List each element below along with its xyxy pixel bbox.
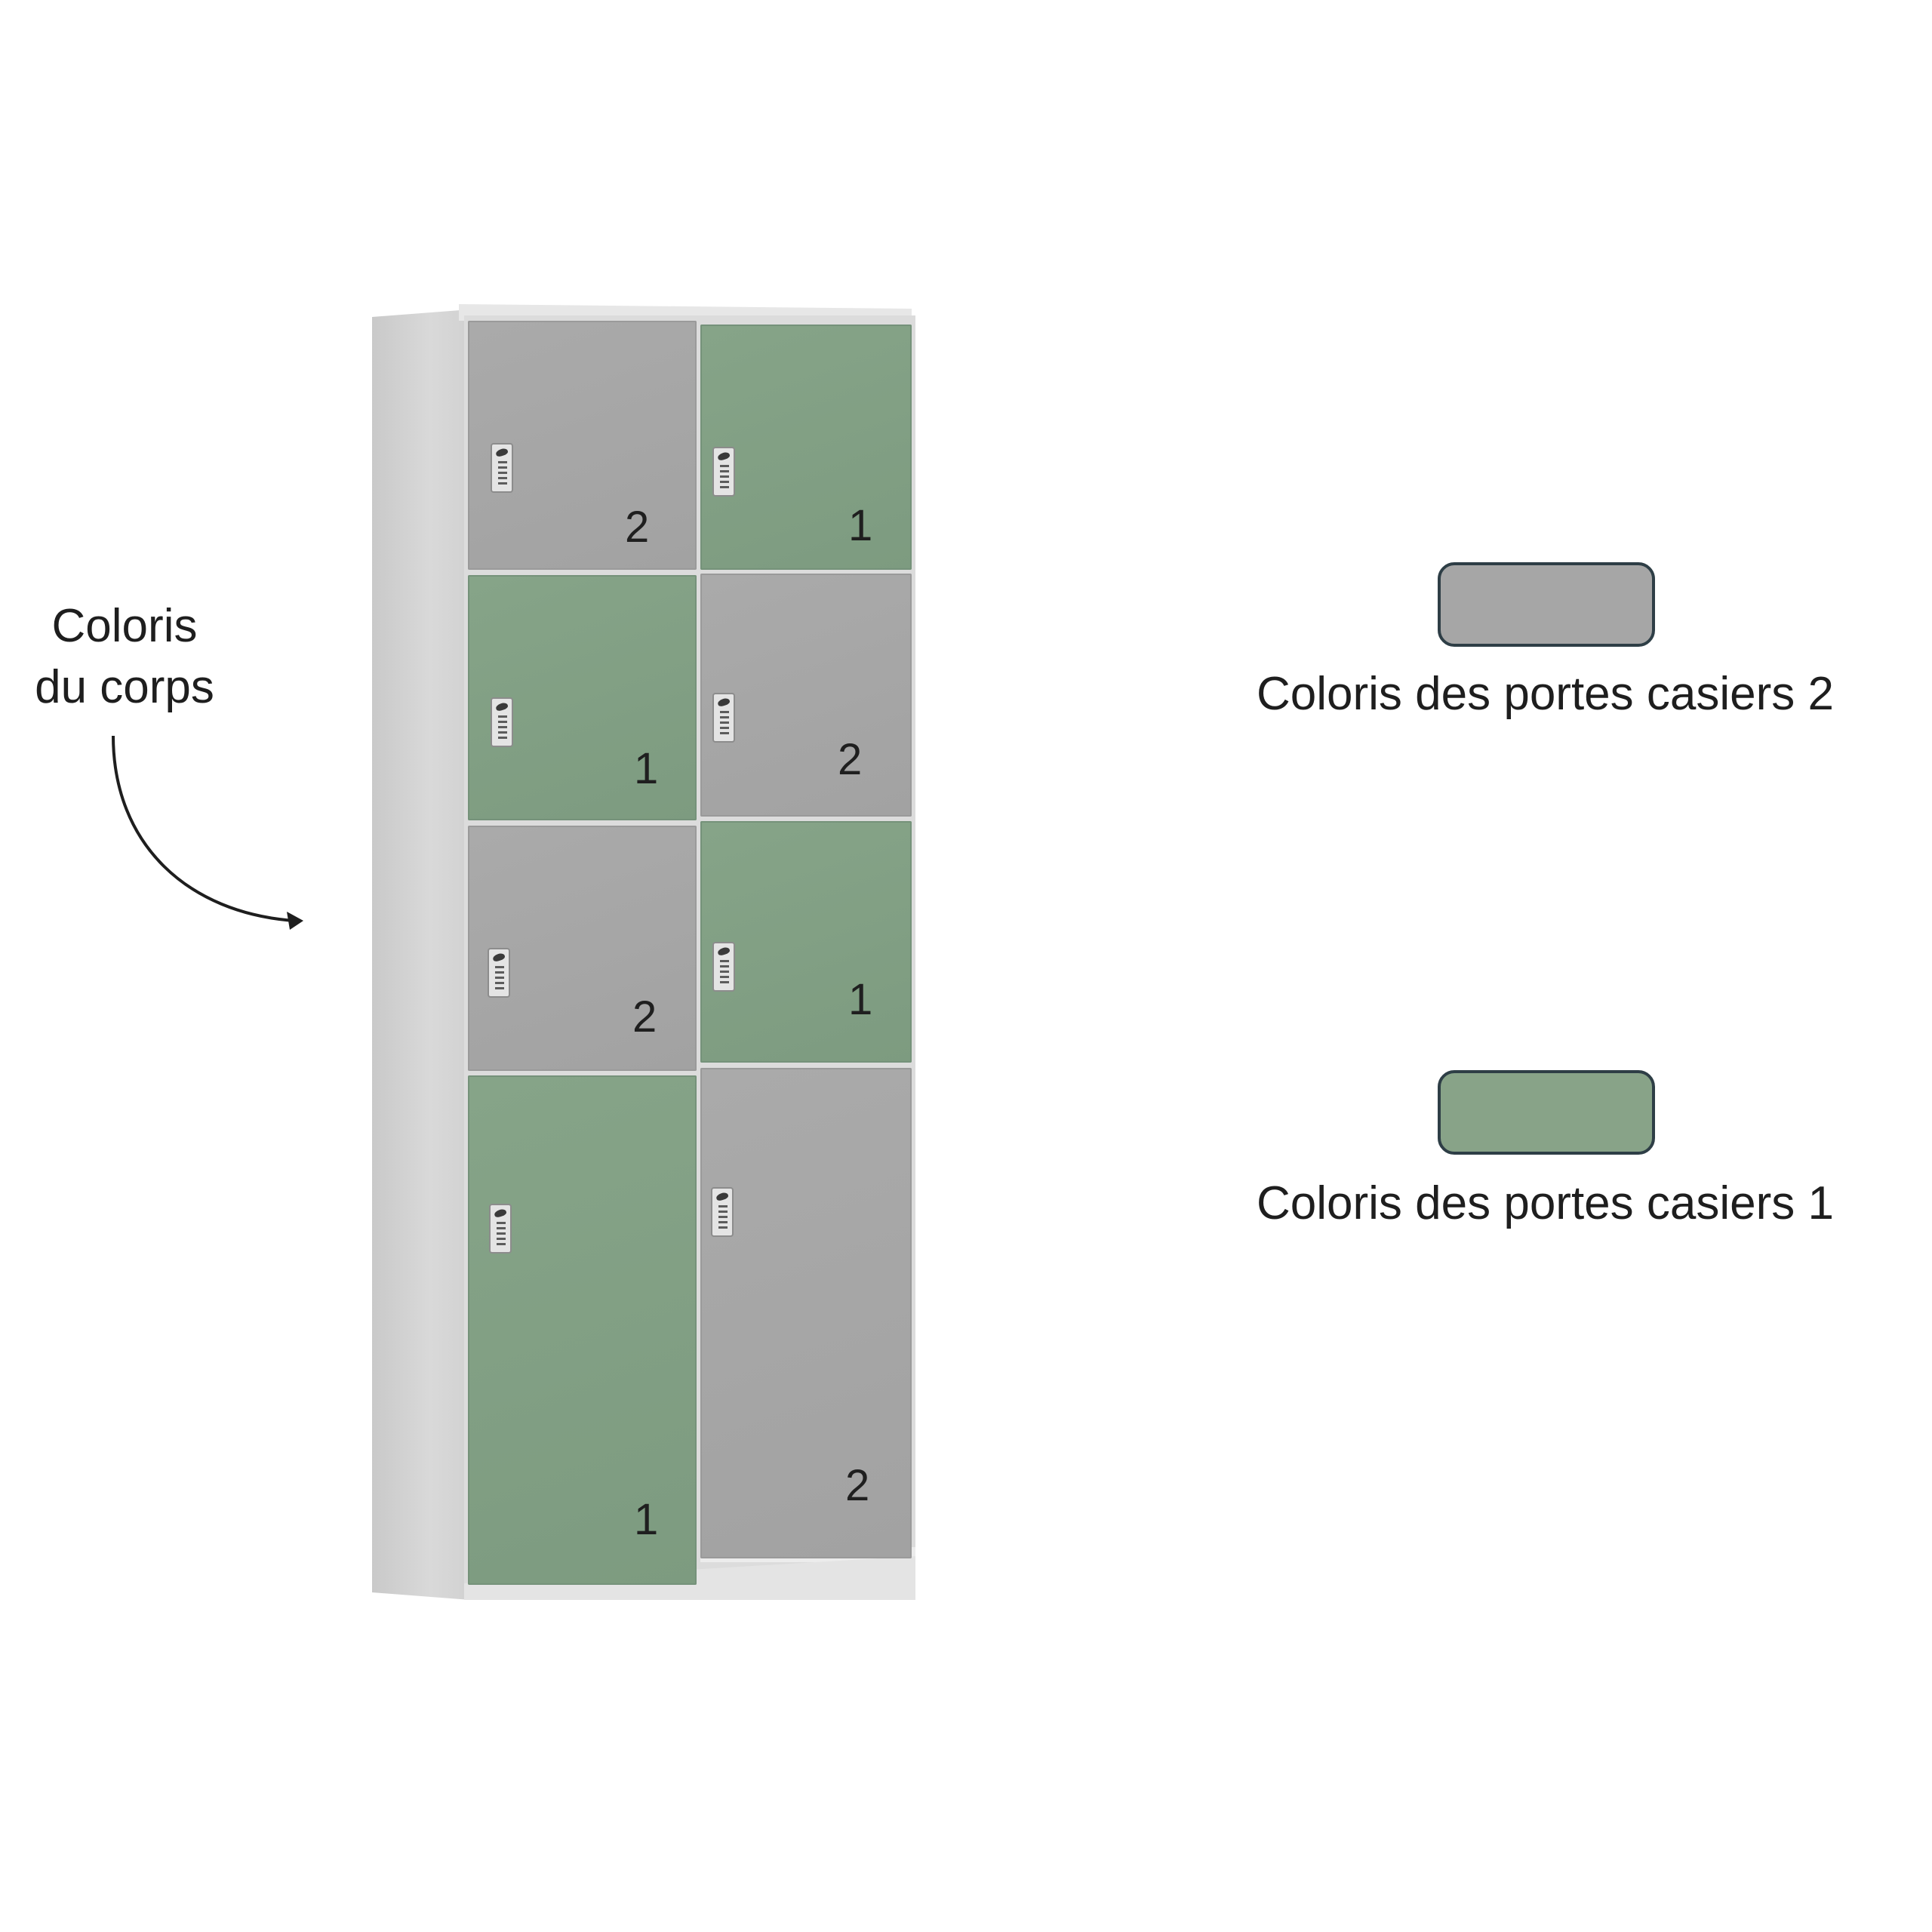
arrow-curve [112, 735, 295, 922]
door-number: 1 [634, 1495, 659, 1544]
door-color-2-swatch [1438, 562, 1655, 647]
keypad-lock-icon[interactable] [711, 1187, 734, 1237]
locker-door[interactable]: 2 [700, 1068, 912, 1558]
door-color-1-label: Coloris des portes casiers 1 [1257, 1177, 1834, 1229]
door-number: 2 [845, 1461, 870, 1510]
body-color-label-line2: du corps [35, 660, 214, 713]
locker-door[interactable]: 1 [468, 575, 697, 820]
door-number: 2 [838, 735, 863, 784]
door-number: 2 [632, 992, 657, 1041]
locker-door[interactable]: 1 [700, 821, 912, 1063]
keypad-lock-icon[interactable] [712, 447, 735, 497]
door-color-2-label: Coloris des portes casiers 2 [1257, 668, 1834, 720]
body-color-label-line1: Coloris [51, 600, 198, 652]
keypad-lock-icon[interactable] [491, 697, 513, 747]
arrow-head [287, 912, 303, 930]
keypad-lock-icon[interactable] [488, 948, 510, 998]
keypad-lock-icon[interactable] [489, 1204, 512, 1254]
locker-door[interactable]: 1 [700, 325, 912, 570]
door-number: 1 [634, 744, 659, 793]
keypad-lock-icon[interactable] [712, 942, 735, 992]
keypad-lock-icon[interactable] [712, 693, 735, 743]
door-number: 2 [625, 503, 650, 552]
door-number: 1 [848, 975, 873, 1024]
locker-door[interactable]: 2 [700, 574, 912, 817]
door-number: 1 [848, 501, 873, 550]
cabinet-side-panel [372, 309, 470, 1600]
door-color-1-swatch [1438, 1070, 1655, 1155]
locker-door[interactable]: 1 [468, 1075, 697, 1585]
body-color-label: Coloris du corps [23, 596, 226, 718]
keypad-lock-icon[interactable] [491, 443, 513, 493]
locker-door[interactable]: 2 [468, 321, 697, 570]
locker-door[interactable]: 2 [468, 826, 697, 1071]
